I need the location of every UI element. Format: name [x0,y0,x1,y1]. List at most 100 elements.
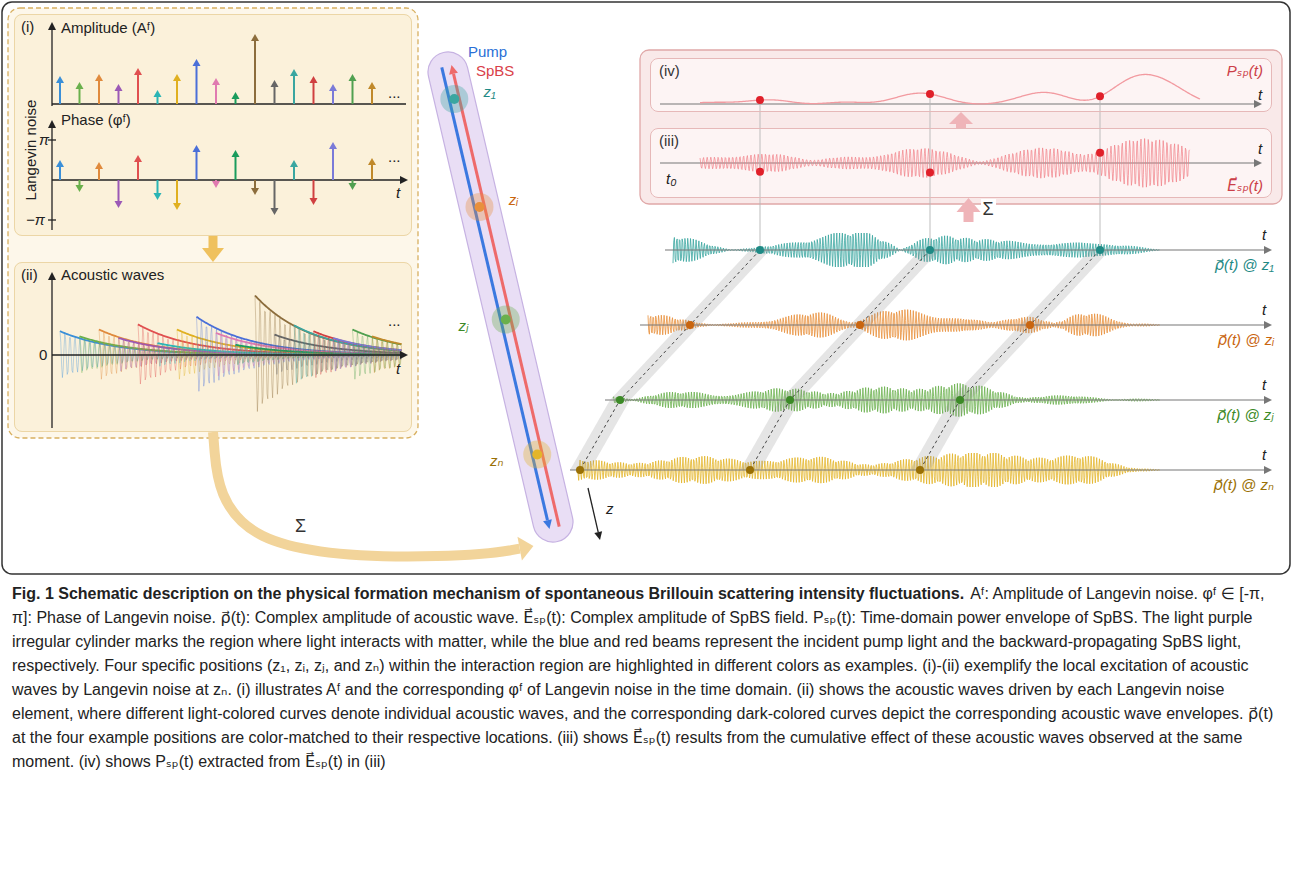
amplitude-stem [254,41,256,104]
node-text: ρ⃗(t) @ zⱼ [1217,406,1274,423]
panel-label: (iii) [659,132,679,149]
node-text: SpBS [476,62,514,79]
panel-fill [650,128,1272,198]
axis-label: t [1262,226,1266,243]
axis-line [51,30,52,106]
axis-label: t [396,184,400,201]
phase-stem [332,149,334,180]
panel-label: (i) [21,18,34,35]
axis-line [660,103,1254,104]
phase-stem [118,180,120,201]
arrow-head [400,351,408,359]
arrow-head [290,160,298,167]
phase-stem [79,180,81,185]
delay-chains [570,90,1110,474]
sample-dot [686,321,694,329]
power-panel: (iv)Pₛₚ(t) [650,58,1272,112]
phase-stem [137,162,139,180]
field-panel: (iii)E⃗ₛₚ(t) [650,128,1272,198]
arrow-head [1254,159,1262,167]
flow-arrow [957,198,981,222]
phase-stem [157,180,159,193]
trace-row: ρ⃗(t) @ zⱼ [605,372,1280,428]
sample-dot [916,466,924,474]
axis-label: π [39,131,49,148]
arrow-head [251,188,259,195]
amplitude-stem [157,97,159,104]
fiber-cylinder [424,48,577,546]
sample-dot [756,96,764,104]
arrow-head [400,176,408,184]
arrow-head [329,84,337,91]
trace-row: ρ⃗(t) @ zᵢ [640,297,1280,353]
caption-text: Aᶠ: Amplitude of Langevin noise. φᶠ ∈ [-… [12,585,1273,770]
arrow-head [290,69,298,76]
position-label: zₙ [490,452,503,469]
sample-dot [1096,149,1104,157]
arrow-head [95,162,103,169]
arrow-shaft [209,236,218,248]
node-text: Phase (φᶠ) [61,111,131,128]
arrow-head [193,145,201,152]
delay-band [910,400,970,470]
arrow-head [173,74,181,81]
sample-line [1100,96,1101,250]
amplitude-stem [215,85,217,104]
flow-arrow [202,236,224,262]
axis-label: z [606,500,614,517]
sample-dot [616,396,624,404]
position-label: zᵢ [509,191,518,208]
panel-label: (iv) [659,62,680,79]
flow-arrow [949,112,973,128]
arrow-head [949,112,973,124]
power-trace [700,74,1200,103]
sample-dot [1026,321,1034,329]
arrow-head [154,90,162,97]
arrow-head [1264,396,1272,404]
phase-stem [98,169,100,180]
delay-band [680,250,770,325]
interaction-region [424,48,577,546]
delay-band [780,325,870,400]
position-glow [466,193,494,221]
arrow-shaft [213,432,520,556]
delay-band [610,325,700,400]
axis-line [660,162,1254,163]
tick-mark [48,219,56,220]
position-spot [501,315,511,325]
delay-band [570,400,630,470]
amplitude-stem [79,89,81,104]
arrow-head [76,185,84,192]
z-axis-arrow [588,488,598,532]
tick-mark [48,139,56,140]
langevin-noise-plot [48,22,408,230]
position-spot [449,94,459,104]
phase-stem [215,180,217,181]
position-glow [523,441,551,469]
acoustic-traces [570,233,1272,487]
axis-label: ... [388,148,401,165]
delay-band [1020,250,1110,325]
phase-stem [352,180,354,183]
figure-title: Fig. 1 Schematic description on the phys… [12,585,964,602]
node-text: ρ⃗(t) @ zᵢ [1217,331,1274,348]
spbs-beam [454,74,560,527]
axis-line [52,354,400,355]
axis-label: 0 [39,346,47,363]
arrow-head [368,82,376,89]
axis-line [51,280,52,428]
acoustic-wave [294,325,401,383]
delay-line [750,250,930,470]
arrow-head [310,76,318,83]
position-glow [440,85,468,113]
phase-stem [254,180,256,188]
node-text: ρ⃗(t) @ zₙ [1213,476,1274,493]
axis-label: ... [388,312,401,329]
sample-dot [956,396,964,404]
arrow-head [232,92,240,99]
axis-label: ... [388,84,401,101]
amplitude-stem [98,81,100,104]
sample-dot [1096,92,1104,100]
trace-row: ρ⃗(t) @ z₁ [665,222,1280,278]
arrow-head [134,68,142,75]
